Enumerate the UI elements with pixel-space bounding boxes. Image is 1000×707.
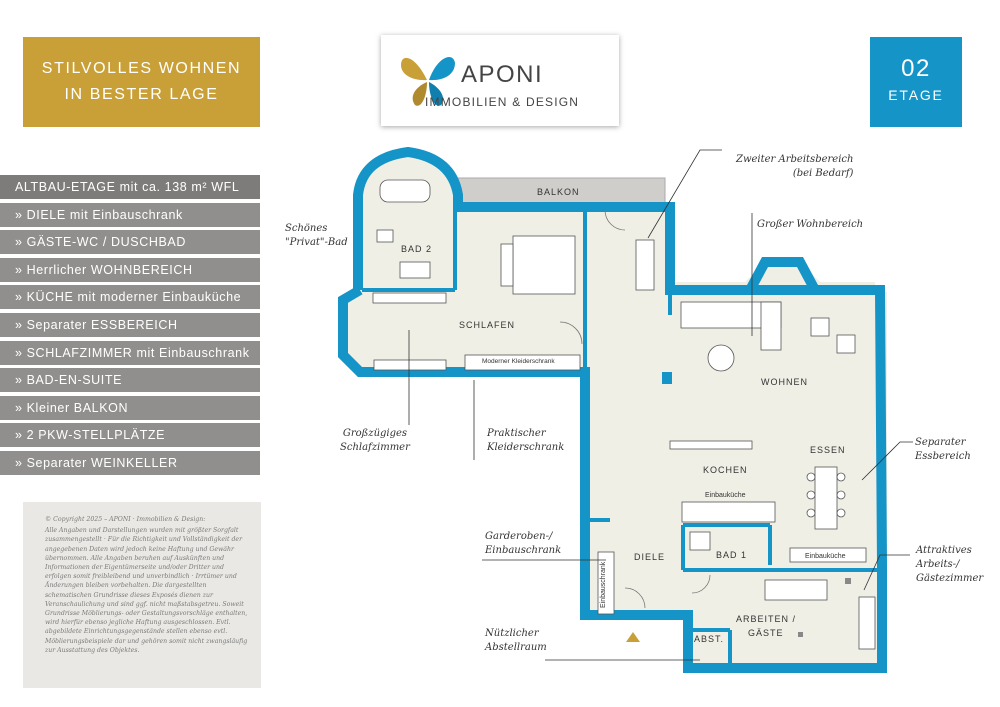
entrance-icon: [626, 632, 640, 642]
label-einbaukueche-bath: Einbauküche: [805, 553, 846, 560]
note-line: Praktischer: [487, 428, 546, 439]
note-gaestezimmer: Attraktives Arbeits-/ Gästezimmer: [916, 544, 983, 586]
copyright-text: Alle Angaben und Darstellungen wurden mi…: [45, 527, 248, 654]
room-label-balkon: BALKON: [537, 187, 580, 197]
note-line: Gästezimmer: [916, 573, 984, 584]
note-line: Abstellraum: [485, 642, 547, 653]
note-line: Kleiderschrank: [487, 442, 565, 453]
note-schlafzimmer: Großzügiges Schlafzimmer: [340, 427, 410, 455]
feature-item: » GÄSTE-WC / DUSCHBAD: [0, 230, 260, 255]
feature-list: ALTBAU-ETAGE mit ca. 138 m² WFL » DIELE …: [0, 175, 260, 479]
room-label-schlafen: SCHLAFEN: [459, 320, 516, 330]
copyright-notice: © Copyright 2025 – APONI · Immobilien & …: [23, 502, 261, 688]
note-line: Einbauschrank: [485, 545, 562, 556]
floor-badge: 02 ETAGE: [870, 37, 962, 127]
note-line: Attraktives: [916, 545, 972, 556]
note-line: Garderoben-/: [485, 531, 553, 542]
note-abstellraum: Nützlicher Abstellraum: [485, 627, 547, 655]
room-label-abst: ABST.: [694, 634, 725, 644]
room-label-wohnen: WOHNEN: [761, 377, 808, 387]
room-label-diele: DIELE: [634, 552, 666, 562]
feature-item: » Separater ESSBEREICH: [0, 312, 260, 337]
note-wohnbereich: Großer Wohnbereich: [757, 219, 864, 230]
slogan-line-1: STILVOLLES WOHNEN: [41, 60, 242, 77]
room-label-arbeiten: ARBEITEN /: [736, 614, 797, 624]
feature-item: » 2 PKW-STELLPLÄTZE: [0, 423, 260, 448]
feature-item: » DIELE mit Einbauschrank: [0, 202, 260, 227]
note-line: Schlafzimmer: [340, 442, 410, 453]
copyright-title: © Copyright 2025 – APONI · Immobilien & …: [45, 516, 206, 523]
feature-item: » Herrlicher WOHNBEREICH: [0, 257, 260, 282]
feature-item: » KÜCHE mit moderner Einbauküche: [0, 285, 260, 310]
feature-item: » Kleiner BALKON: [0, 395, 260, 420]
note-line: Zweiter Arbeitsbereich: [736, 154, 854, 165]
room-label-bad1: BAD 1: [716, 550, 748, 560]
note-line: Essbereich: [915, 451, 971, 462]
brand-tagline: IMMOBILIEN & DESIGN: [425, 95, 580, 109]
note-line: Schönes: [285, 223, 328, 234]
note-essbereich: Separater Essbereich: [915, 436, 971, 464]
note-zweiter-arbeitsbereich: Zweiter Arbeitsbereich (bei Bedarf): [736, 153, 853, 181]
label-einbauschrank: Einbauschrank: [600, 561, 607, 608]
note-line: Separater: [915, 437, 966, 448]
feature-item: » BAD-EN-SUITE: [0, 368, 260, 393]
slogan-box: STILVOLLES WOHNEN IN BESTER LAGE: [23, 37, 260, 127]
note-kleiderschrank: Praktischer Kleiderschrank: [487, 427, 564, 455]
feature-item: » Separater WEINKELLER: [0, 450, 260, 475]
butterfly-icon: [401, 56, 455, 106]
room-label-kochen: KOCHEN: [703, 465, 748, 475]
note-line: Arbeits-/: [916, 559, 960, 570]
note-line: "Privat"-Bad: [285, 237, 348, 248]
logo: APONI IMMOBILIEN & DESIGN: [381, 35, 619, 126]
note-garderobe: Garderoben-/ Einbauschrank: [485, 530, 561, 558]
floor-label: ETAGE: [888, 87, 944, 103]
slogan-line-2: IN BESTER LAGE: [64, 86, 219, 103]
note-privat-bad: Schönes "Privat"-Bad: [285, 222, 348, 250]
label-einbaukueche-kitchen: Einbauküche: [705, 492, 746, 499]
note-line: (bei Bedarf): [792, 168, 854, 179]
note-line: Nützlicher: [485, 628, 539, 639]
floor-number: 02: [901, 55, 931, 82]
note-line: Großzügiges: [342, 428, 408, 439]
room-label-bad2: BAD 2: [401, 244, 433, 254]
feature-item: ALTBAU-ETAGE mit ca. 138 m² WFL: [0, 175, 260, 199]
label-kleiderschrank: Moderner Kleiderschrank: [482, 358, 555, 365]
room-label-gaeste: GÄSTE: [748, 628, 784, 638]
room-label-essen: ESSEN: [810, 445, 846, 455]
brand-name: APONI: [461, 61, 544, 88]
feature-item: » SCHLAFZIMMER mit Einbauschrank: [0, 340, 260, 365]
